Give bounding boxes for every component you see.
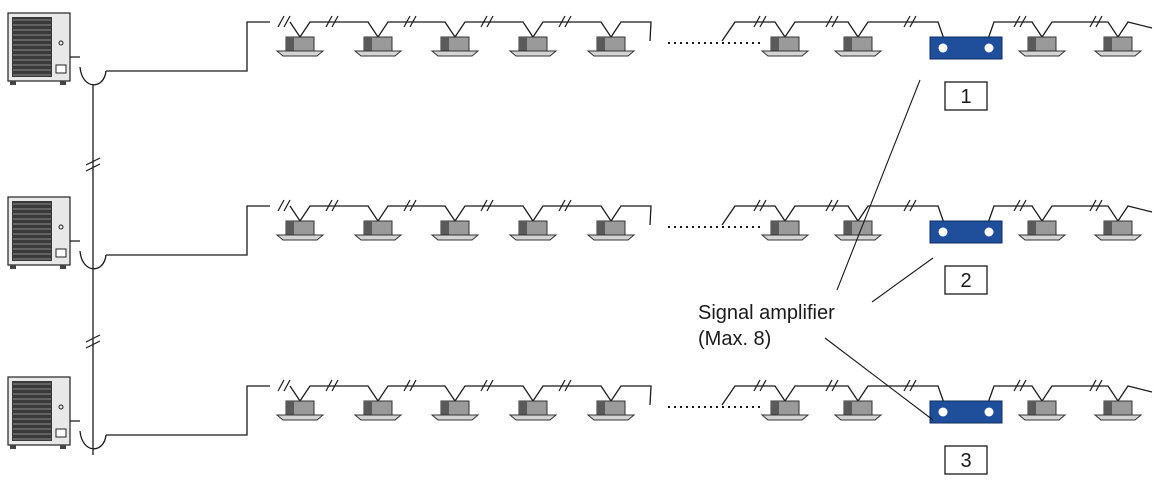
signal-wire	[289, 21, 652, 42]
amplifier-number: 3	[960, 450, 971, 472]
indoor-unit-icon	[353, 400, 403, 421]
indoor-unit-icon	[586, 36, 636, 57]
signal-amplifier-icon	[929, 220, 1003, 244]
indoor-unit-icon	[833, 400, 883, 421]
indoor-unit-icon	[508, 36, 558, 57]
indoor-unit-icon	[1017, 36, 1067, 57]
system-row: 3	[7, 376, 1153, 475]
outdoor-unit-icon	[7, 196, 71, 269]
indoor-unit-icon	[1093, 400, 1143, 421]
amplifier-number-box: 2	[944, 265, 988, 295]
indoor-unit-icon	[430, 400, 480, 421]
indoor-unit-icon	[430, 220, 480, 241]
indoor-unit-icon	[760, 400, 810, 421]
callout-leader-3	[824, 337, 934, 421]
outdoor-units-link	[85, 85, 101, 455]
indoor-unit-icon	[1093, 220, 1143, 241]
indoor-unit-icon	[430, 36, 480, 57]
outdoor-unit-icon	[7, 12, 71, 85]
indoor-unit-icon	[275, 36, 325, 57]
system-row: 1	[7, 12, 1153, 111]
callout-leader-1	[836, 79, 921, 291]
indoor-unit-icon	[1093, 36, 1143, 57]
indoor-unit-icon	[1017, 220, 1067, 241]
indoor-unit-icon	[353, 220, 403, 241]
trunk-wire	[70, 21, 270, 72]
amplifier-number: 2	[960, 270, 971, 292]
callout-label-line1: Signal amplifier	[698, 302, 835, 324]
indoor-unit-icon	[833, 36, 883, 57]
callout-label-line2: (Max. 8)	[698, 328, 771, 350]
amplifier-number-box: 3	[944, 445, 988, 475]
indoor-unit-icon	[760, 36, 810, 57]
trunk-wire	[70, 205, 270, 256]
system-row: 2	[7, 196, 1153, 295]
signal-wire	[289, 385, 652, 406]
indoor-unit-icon	[586, 400, 636, 421]
amplifier-number-box: 1	[944, 81, 988, 111]
trunk-wire	[70, 385, 270, 436]
indoor-unit-icon	[1017, 400, 1067, 421]
callout-leader-2	[871, 257, 934, 303]
signal-amplifier-icon	[929, 400, 1003, 424]
signal-amplifier-callout: Signal amplifier (Max. 8)	[698, 79, 934, 421]
amplifier-number: 1	[960, 86, 971, 108]
indoor-unit-icon	[760, 220, 810, 241]
signal-amplifier-icon	[929, 36, 1003, 60]
indoor-unit-icon	[275, 400, 325, 421]
outdoor-unit-icon	[7, 376, 71, 449]
indoor-unit-icon	[586, 220, 636, 241]
indoor-unit-icon	[508, 400, 558, 421]
signal-wire	[289, 205, 652, 226]
indoor-unit-icon	[353, 36, 403, 57]
indoor-unit-icon	[275, 220, 325, 241]
indoor-unit-icon	[508, 220, 558, 241]
